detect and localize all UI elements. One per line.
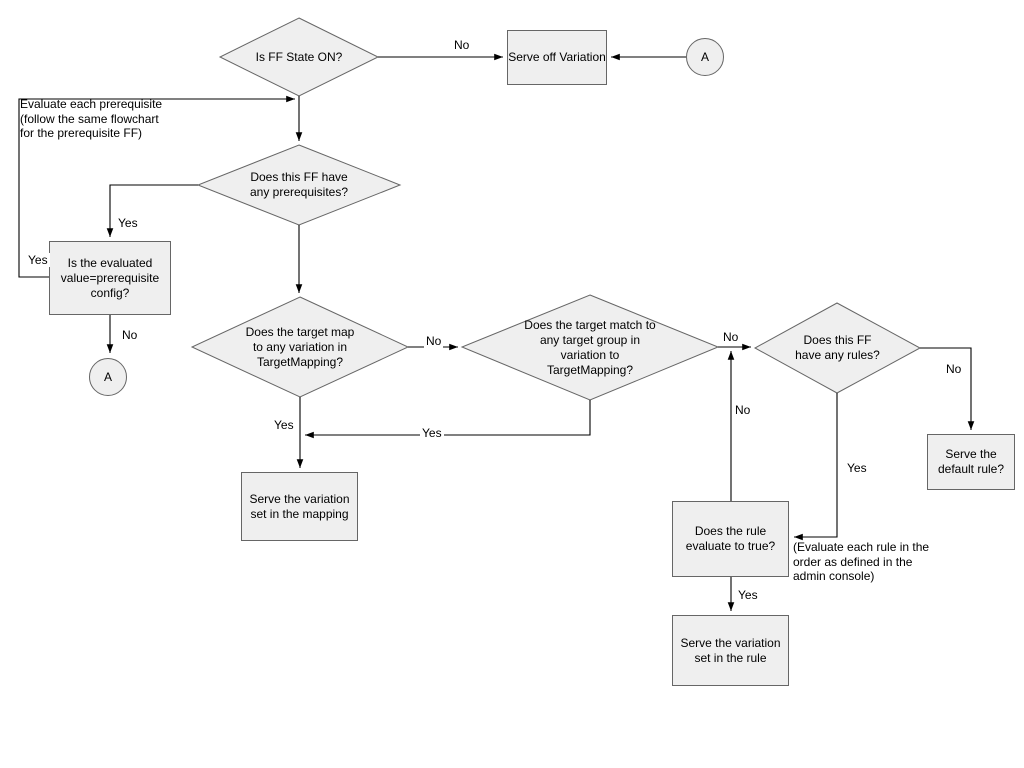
- edge-label-rule-evaluate-no: No: [733, 403, 753, 417]
- node-does-target-map-to-variation[interactable]: Does the target map to any variation in …: [192, 297, 408, 397]
- node-label: Is the evaluated value=prerequisite conf…: [60, 255, 160, 300]
- connector-label: A: [103, 369, 112, 384]
- node-does-ff-have-rules[interactable]: Does this FF have any rules?: [755, 303, 920, 393]
- connector-label: A: [700, 49, 709, 64]
- edge-label-target-map-yes: Yes: [272, 418, 296, 432]
- node-is-ff-state-on[interactable]: Is FF State ON?: [220, 18, 378, 96]
- node-label: Serve the variation set in the mapping: [249, 491, 350, 521]
- node-serve-variation-set-in-mapping[interactable]: Serve the variation set in the mapping: [241, 472, 358, 541]
- node-is-evaluated-value-prerequisite-config[interactable]: Is the evaluated value=prerequisite conf…: [49, 241, 171, 315]
- note-prerequisite-evaluation: Evaluate each prerequisite (follow the s…: [20, 97, 163, 140]
- connector-a-bottom[interactable]: A: [89, 358, 127, 396]
- node-serve-variation-set-in-rule[interactable]: Serve the variation set in the rule: [672, 615, 789, 686]
- note-rule-order: (Evaluate each rule in the order as defi…: [793, 540, 930, 583]
- node-label: Serve the default rule?: [937, 447, 1005, 476]
- edge-label-rules-no: No: [944, 362, 964, 376]
- edge-label-evaluated-value-yes: Yes: [26, 253, 50, 267]
- edge-label-ff-state-no: No: [452, 38, 472, 52]
- node-serve-default-rule[interactable]: Serve the default rule?: [927, 434, 1015, 490]
- node-does-rule-evaluate-to-true[interactable]: Does the rule evaluate to true?: [672, 501, 789, 577]
- edge-label-target-group-yes: Yes: [420, 426, 444, 440]
- edge-label-prerequisites-yes: Yes: [116, 216, 140, 230]
- node-label: Does the target match to any target grou…: [524, 317, 656, 377]
- connector-a-top[interactable]: A: [686, 38, 724, 76]
- node-has-prerequisites[interactable]: Does this FF have any prerequisites?: [198, 145, 400, 225]
- node-label: Serve the variation set in the rule: [680, 635, 781, 665]
- node-label: Does the rule evaluate to true?: [685, 524, 776, 553]
- edge-label-rules-yes: Yes: [845, 461, 869, 475]
- edge-label-target-group-no: No: [721, 330, 741, 344]
- node-label: Does the target map to any variation in …: [245, 324, 355, 369]
- node-serve-off-variation[interactable]: Serve off Variation: [507, 30, 607, 85]
- node-label: Serve off Variation: [508, 50, 606, 64]
- edge-label-rule-evaluate-yes: Yes: [736, 588, 760, 602]
- node-does-target-match-target-group[interactable]: Does the target match to any target grou…: [462, 295, 718, 400]
- edge-label-evaluated-value-no: No: [120, 328, 140, 342]
- edge-label-target-map-no: No: [424, 334, 444, 348]
- node-label: Is FF State ON?: [255, 49, 343, 64]
- node-label: Does this FF have any rules?: [795, 333, 880, 362]
- node-label: Does this FF have any prerequisites?: [249, 170, 349, 199]
